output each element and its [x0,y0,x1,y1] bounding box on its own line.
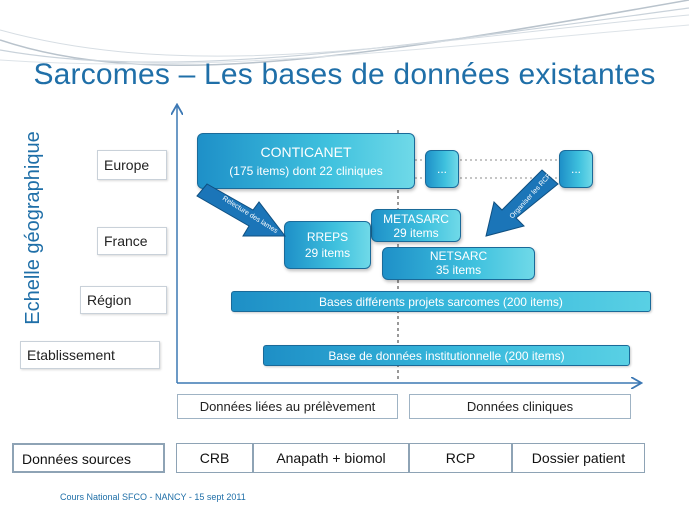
institutional-bar: Base de données institutionnelle (200 it… [263,345,630,366]
netsarc-box: NETSARC 35 items [382,247,535,280]
decorative-waves [0,0,689,66]
arrow-right-label: Organiser les RCP de recours [509,168,562,220]
footer-text: Cours National SFCO - NANCY - 15 sept 20… [60,492,246,502]
source-anapath: Anapath + biomol [253,443,409,473]
page-title: Sarcomes – Les bases de données existant… [33,58,656,91]
metasarc-name: METASARC [383,212,449,226]
metasarc-detail: 29 items [393,226,439,240]
regional-bar: Bases différents projets sarcomes (200 i… [231,291,651,312]
rreps-box: RREPS 29 items [284,221,371,269]
source-dossier-patient: Dossier patient [512,443,645,473]
netsarc-name: NETSARC [429,249,488,263]
arrow-relecture: Relecture des lames [196,183,287,237]
rreps-name: RREPS [306,230,349,244]
conticanet-name: CONTICANET [260,144,352,160]
conticanet-detail: (175 items) dont 22 cliniques [229,164,383,178]
rreps-detail: 29 items [304,246,351,260]
level-europe: Europe [97,150,167,180]
x-category-prelevement: Données liées au prélèvement [177,394,398,419]
level-etablissement: Etablissement [20,341,160,369]
x-category-cliniques: Données cliniques [409,394,631,419]
ellipsis-box-1: ... [425,150,459,188]
level-region: Région [80,286,167,314]
netsarc-detail: 35 items [435,263,482,277]
source-crb: CRB [176,443,253,473]
source-rcp: RCP [409,443,512,473]
sources-label: Données sources [12,443,165,473]
level-france: France [97,227,167,255]
metasarc-box: METASARC 29 items [371,209,461,242]
arrow-organiser: Organiser les RCP de recours [485,168,562,237]
conticanet-box: CONTICANET (175 items) dont 22 cliniques [197,133,415,189]
ellipsis-box-2: ... [559,150,593,188]
